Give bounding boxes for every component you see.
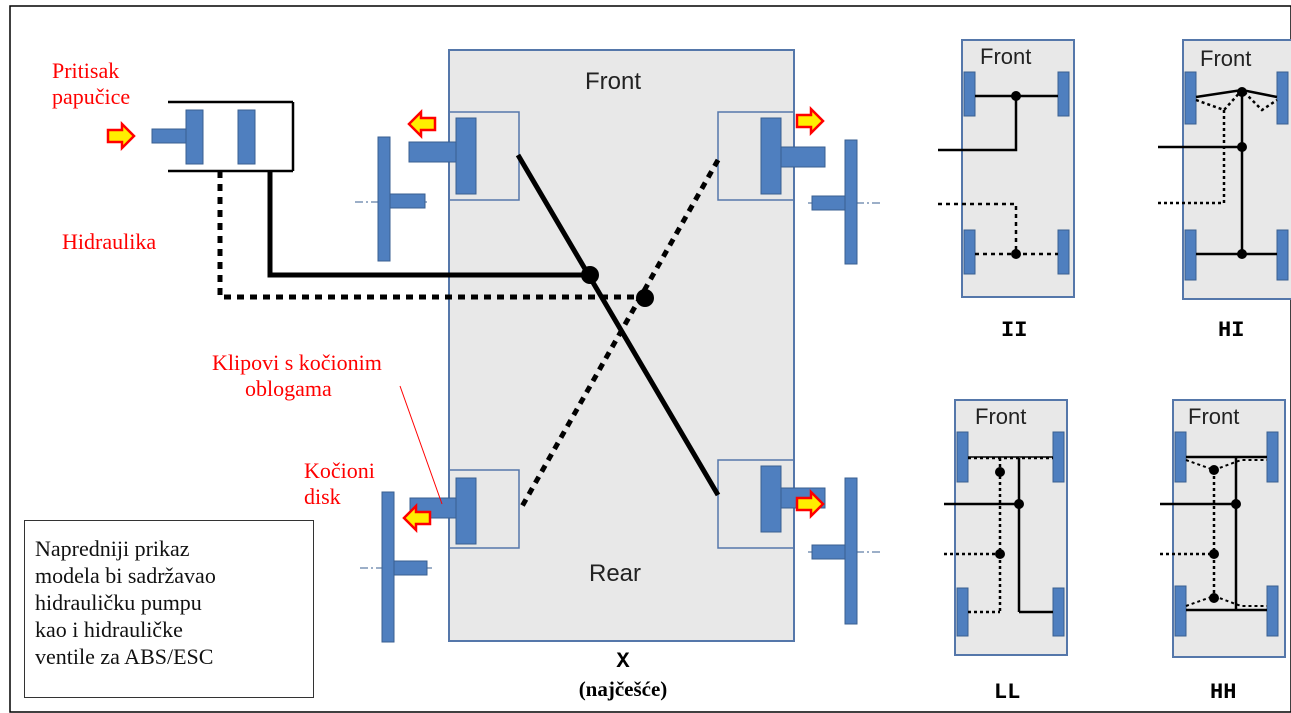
note-line: kao i hidrauličke bbox=[35, 617, 183, 642]
layout-ii-code: II bbox=[1001, 318, 1028, 343]
label-pedal-pressure-line2: papučice bbox=[52, 84, 131, 109]
label-brake-disc-line1: Kočioni bbox=[304, 458, 375, 483]
layout-hi-front-label: Front bbox=[1200, 46, 1252, 71]
label-pistons-line1: Klipovi s kočionim bbox=[212, 350, 382, 375]
label-brake-disc-line2: disk bbox=[304, 484, 341, 509]
diagonal-dotted bbox=[517, 158, 721, 512]
note-line: hidrauličku pumpu bbox=[35, 590, 202, 615]
hydraulic-line-solid bbox=[267, 171, 590, 278]
layout-hh-diagram bbox=[1160, 399, 1286, 658]
label-pistons-line2: oblogama bbox=[245, 376, 332, 401]
layout-ll-code: LL bbox=[994, 680, 1021, 705]
hydraulic-line-dotted bbox=[217, 171, 645, 300]
layout-ii-front-label: Front bbox=[980, 44, 1032, 69]
main-caption-code: X bbox=[616, 649, 630, 674]
junction-dotted bbox=[636, 289, 654, 307]
brake-front-left bbox=[355, 117, 477, 262]
label-brake-disc: Kočioni disk bbox=[304, 458, 375, 510]
brake-front-right bbox=[760, 117, 880, 265]
main-caption: X (najčešće) bbox=[548, 648, 698, 702]
main-car-rear-label: Rear bbox=[589, 560, 642, 587]
brake-rear-right bbox=[760, 465, 880, 625]
label-hydraulics: Hidraulika bbox=[62, 229, 157, 254]
label-pedal-pressure-line1: Pritisak bbox=[52, 58, 120, 83]
layout-ll-front-label: Front bbox=[975, 404, 1027, 429]
junction-solid bbox=[581, 266, 599, 284]
layout-hi-code: HI bbox=[1218, 318, 1245, 343]
note-line: Napredniji prikaz bbox=[35, 536, 190, 561]
note-line: modela bi sadržavao bbox=[35, 563, 216, 588]
main-car-front-label: Front bbox=[585, 68, 642, 95]
layout-hi-diagram bbox=[1158, 39, 1291, 300]
main-car-body bbox=[448, 49, 795, 642]
pistons-leader bbox=[399, 385, 443, 505]
layout-hh-code: HH bbox=[1210, 680, 1237, 705]
outer-border bbox=[9, 5, 1291, 713]
note-line: ventile za ABS/ESC bbox=[35, 644, 214, 669]
pedal-arrow bbox=[106, 122, 136, 150]
layout-ll-diagram bbox=[944, 399, 1068, 656]
arrow-front-right bbox=[795, 107, 825, 135]
label-pedal-pressure: Pritisak papučice bbox=[52, 58, 130, 110]
layout-hh-front-label: Front bbox=[1188, 404, 1240, 429]
diagonal-solid bbox=[515, 153, 721, 497]
main-caption-subtitle: (najčešće) bbox=[578, 677, 668, 701]
note-box: Napredniji prikaz modela bi sadržavao hi… bbox=[24, 520, 314, 698]
layout-ii-diagram bbox=[938, 39, 1075, 298]
master-cylinder bbox=[151, 100, 295, 173]
arrow-front-left bbox=[407, 110, 437, 138]
label-pistons: Klipovi s kočionim oblogama bbox=[212, 350, 382, 402]
